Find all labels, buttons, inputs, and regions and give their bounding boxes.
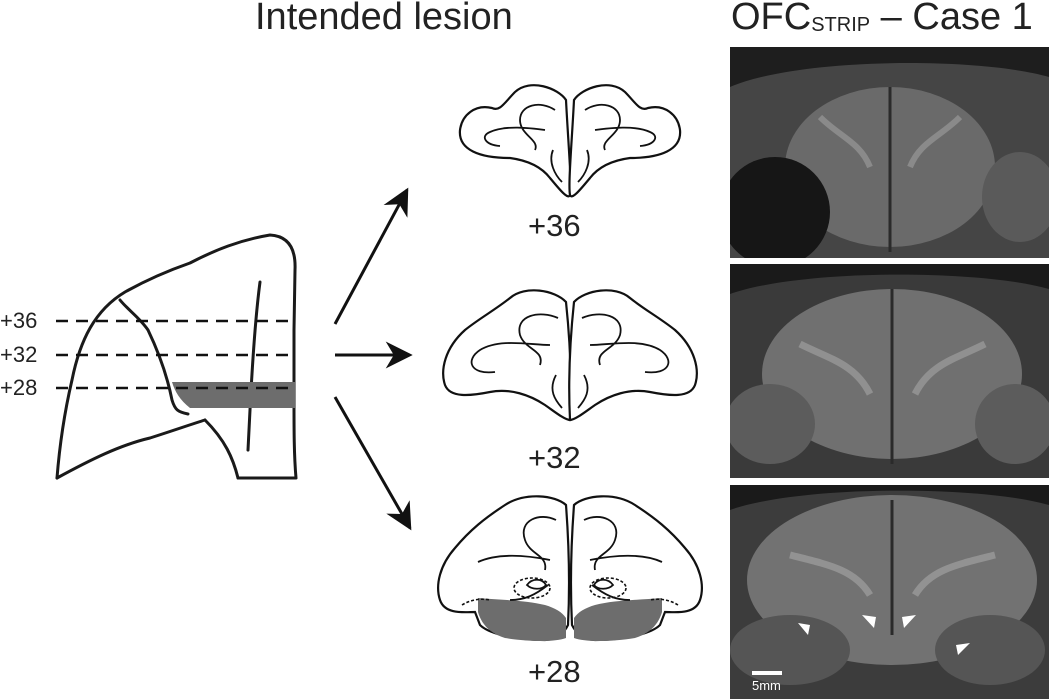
mri-panel-36 [730, 47, 1049, 258]
scale-bar-label: 5mm [752, 678, 781, 693]
lesion-band [172, 382, 295, 408]
case-title: OFCSTRIP – Case 1 [731, 0, 1033, 39]
intended-lesion-title: Intended lesion [255, 0, 513, 38]
arrowhead-marker-1 [798, 623, 810, 635]
level-label-32: +32 [0, 342, 38, 367]
coronal-section-28 [437, 495, 703, 642]
case-title-rest: – Case 1 [870, 0, 1033, 38]
level-label-36: +36 [0, 308, 38, 333]
arrowhead-marker-3 [902, 615, 916, 628]
case-title-subscript: STRIP [811, 14, 871, 36]
coronal-section-36 [458, 84, 682, 198]
section-label-36: +36 [528, 208, 581, 243]
mri-panel-28: 5mm [730, 485, 1049, 699]
section-label-32: +32 [528, 440, 581, 475]
arrowhead-marker-2 [862, 615, 876, 628]
arrowhead-marker-4 [956, 643, 970, 655]
arrows [333, 187, 413, 531]
brain-lateral-outline [55, 233, 298, 480]
case-title-main: OFC [731, 0, 812, 38]
mri-panel-32 [730, 264, 1049, 478]
scale-bar [752, 671, 782, 675]
level-label-28: +28 [0, 375, 38, 400]
section-label-28: +28 [528, 654, 581, 689]
level-lines [56, 319, 296, 390]
coronal-section-32 [442, 289, 698, 422]
